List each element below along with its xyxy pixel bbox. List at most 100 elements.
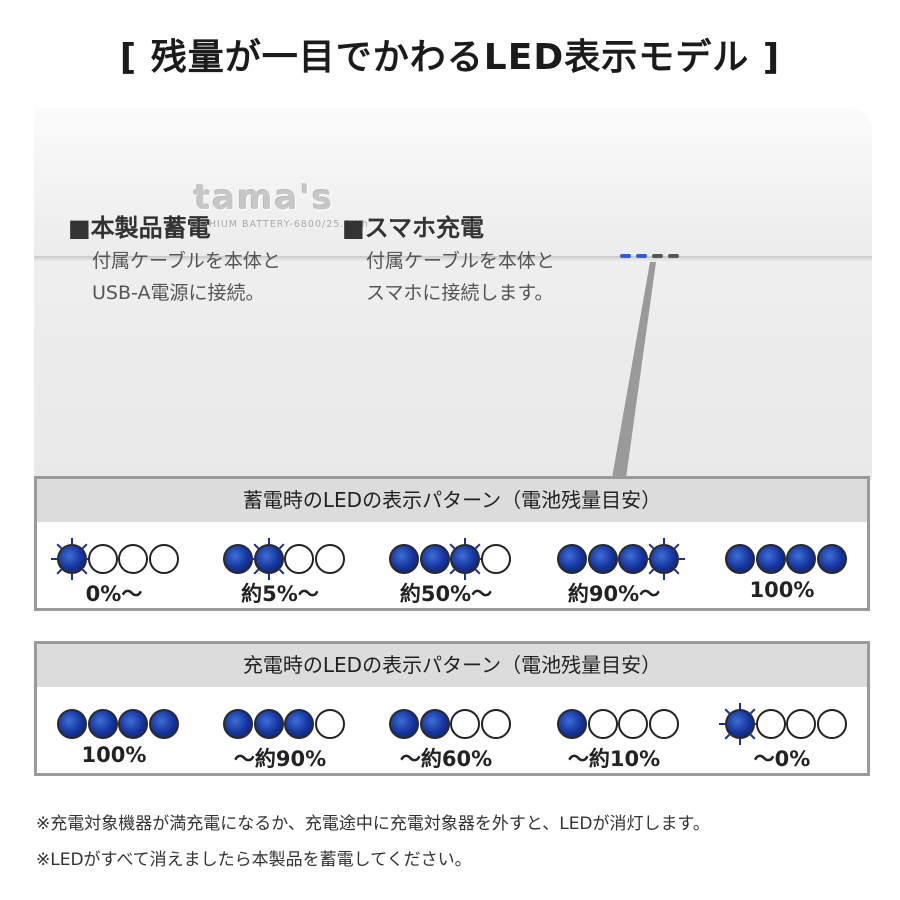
led-on [587, 544, 618, 574]
led-on [253, 709, 284, 739]
led-pattern-panel-charging: 充電時のLEDの表示パターン（電池残量目安） 100%〜約90%〜約60%〜約1… [34, 641, 870, 776]
led-on [118, 709, 148, 739]
blink-ray [749, 708, 756, 715]
led-on [786, 544, 816, 574]
led-off [314, 544, 345, 574]
blink-ray [51, 558, 57, 560]
led-off [480, 709, 511, 739]
blink-ray [56, 543, 63, 550]
battery-level-label: 約90%〜 [567, 582, 661, 606]
instruction-text: 付属ケーブルを本体と USB-A電源に接続。 [68, 245, 281, 309]
blink-ray [278, 568, 285, 575]
battery-level-label: 0%〜 [85, 582, 143, 606]
blink-ray [724, 733, 731, 740]
instruction-line: 付属ケーブルを本体と [366, 250, 555, 272]
panel-title: 充電時のLEDの表示パターン（電池残量目安） [37, 644, 867, 687]
blink-ray [81, 543, 88, 550]
blink-ray [252, 543, 259, 550]
led-off [118, 544, 148, 574]
battery-level-label: 〜約60% [399, 747, 493, 771]
model-label: LITHIUM BATTERY-6800/25.2Wh [192, 219, 369, 230]
led-pattern-row: 100%〜約90%〜約60%〜約10%〜0% [37, 687, 867, 773]
blink-ray [267, 538, 270, 544]
led-on [419, 709, 450, 739]
footnote: ※LEDがすべて消えましたら本製品を蓄電してください。 [36, 850, 472, 870]
blink-ray [474, 543, 481, 550]
led-pattern-group: 〜約90% [215, 701, 345, 773]
blink-ray [673, 568, 680, 575]
led-on [148, 709, 179, 739]
led-pattern-group: 0%〜 [49, 536, 179, 608]
device-led [636, 254, 647, 258]
led-off [148, 544, 179, 574]
device-top-face [34, 108, 872, 256]
instruction-line: USB-A電源に接続。 [92, 282, 265, 304]
led-pattern-group: 約50%〜 [381, 536, 511, 608]
led-off [450, 709, 480, 739]
led-pattern-group: 〜約60% [381, 701, 511, 773]
instruction-line: 付属ケーブルを本体と [92, 250, 281, 272]
instruction-title: ■スマホ充電 [342, 214, 484, 242]
brand-logo: tama's [194, 178, 335, 218]
blink-ray [252, 568, 259, 575]
led-off [587, 709, 618, 739]
led-off [648, 709, 679, 739]
battery-level-label: 〜0% [753, 747, 811, 771]
instruction-charge-phone: ■スマホ充電 付属ケーブルを本体と スマホに接続します。 [342, 208, 555, 309]
led-off [480, 544, 511, 574]
led-off [314, 709, 345, 739]
led-off [755, 709, 786, 739]
blink-ray [642, 558, 649, 560]
footnote: ※充電対象機器が満充電になるか、充電途中に充電対象器を外すと、LEDが消灯します… [36, 814, 710, 834]
blink-ray [464, 538, 466, 544]
led-off [618, 709, 648, 739]
device-led [668, 254, 679, 258]
led-on [223, 709, 253, 739]
led-on [816, 544, 847, 574]
led-on [725, 544, 755, 574]
blink-ray [56, 568, 63, 575]
led-on [57, 709, 87, 739]
footnotes: ※充電対象機器が満充電になるか、充電途中に充電対象器を外すと、LEDが消灯します… [36, 806, 710, 878]
device-edge [34, 256, 872, 262]
led-on [389, 709, 419, 739]
headline: [ 残量が一目でかわるLED表示モデル ] [119, 37, 781, 78]
led-off [786, 709, 816, 739]
blink-ray [71, 538, 73, 544]
led-off [284, 544, 314, 574]
led-pattern-group: 〜約10% [549, 701, 679, 773]
battery-level-label: 〜約10% [567, 747, 661, 771]
instruction-line: スマホに接続します。 [366, 282, 554, 304]
blink-ray [719, 723, 725, 725]
instruction-title: ■本製品蓄電 [68, 214, 211, 242]
blink-ray [678, 558, 685, 560]
instruction-text: 付属ケーブルを本体と スマホに接続します。 [342, 245, 555, 309]
battery-level-label: 100% [749, 578, 815, 602]
led-pattern-group: 約5%〜 [215, 536, 345, 608]
led-on [389, 544, 419, 574]
blink-ray [81, 568, 88, 575]
blink-ray [474, 568, 481, 575]
led-on [284, 709, 314, 739]
device-led [620, 254, 631, 258]
led-pattern-row: 0%〜 約5%〜 約50%〜約90%〜 100% [37, 522, 867, 608]
blink-ray [724, 708, 731, 715]
panel-title: 蓄電時のLEDの表示パターン（電池残量目安） [37, 479, 867, 522]
blink-ray [444, 558, 450, 560]
led-pattern-group: 〜0% [717, 701, 847, 773]
instruction-charge-device: ■本製品蓄電 付属ケーブルを本体と USB-A電源に接続。 [68, 208, 281, 309]
led-pattern-group: 約90%〜 [549, 536, 685, 608]
led-off [816, 709, 847, 739]
battery-level-label: 約5%〜 [241, 582, 319, 606]
led-on [557, 544, 587, 574]
blink-ray [647, 568, 654, 575]
blink-ray [247, 558, 254, 560]
blink-ray [449, 543, 456, 550]
blink-ray [739, 703, 741, 709]
led-blinking [450, 544, 480, 574]
blink-ray [662, 538, 665, 544]
blink-ray [673, 543, 680, 550]
blink-ray [278, 543, 285, 550]
blink-ray [449, 568, 456, 575]
